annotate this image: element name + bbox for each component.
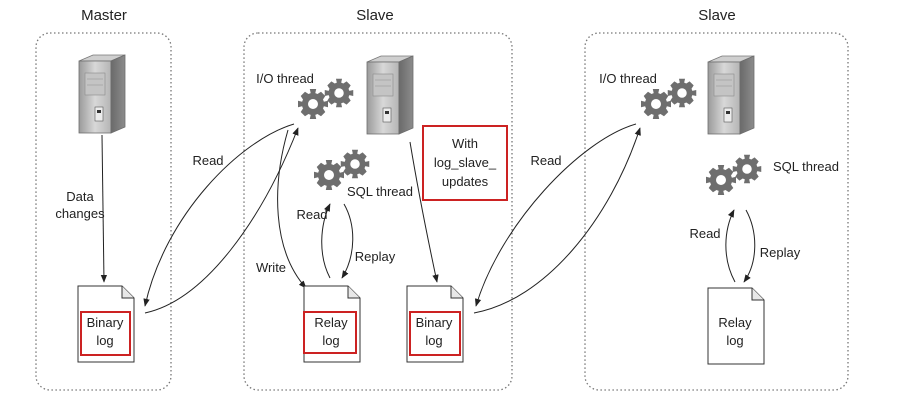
note-line2: log_slave_ <box>434 155 497 170</box>
master-server-icon <box>78 54 126 134</box>
note-line3: updates <box>442 174 489 189</box>
master-binlog-line1: Binary <box>87 315 124 330</box>
master-binlog-line2: log <box>96 333 113 348</box>
slave1-read-arrow <box>321 203 331 279</box>
data-changes-line1: Data <box>66 189 94 204</box>
master-box <box>35 32 172 391</box>
slave1-replay-arrow <box>341 203 354 279</box>
slave2-sql-gear-icon <box>706 155 761 195</box>
slave1-replay-label: Replay <box>355 249 396 264</box>
slave1-relaylog-highlight <box>303 311 357 354</box>
slave1-binlog-line2: log <box>425 333 442 348</box>
slave2-read-from-binlog-label: Read <box>530 153 561 168</box>
slave2-io-thread-label: I/O thread <box>599 71 657 86</box>
master-binlog-highlight <box>80 311 131 356</box>
slave2-sql-thread-label: SQL thread <box>773 159 839 174</box>
slave1-binlog-write-arrow <box>409 141 439 283</box>
slave2-io-return-arrow <box>473 127 641 314</box>
data-changes-line2: changes <box>55 206 105 221</box>
slave1-read-label: Read <box>296 207 327 222</box>
slave2-box <box>584 32 849 391</box>
io-read-arrow <box>143 123 295 307</box>
data-changes-arrow <box>100 134 108 283</box>
slave2-title: Slave <box>698 7 736 24</box>
log-slave-updates-note <box>422 125 508 201</box>
slave1-title: Slave <box>356 7 394 24</box>
slave1-server-icon <box>366 55 414 135</box>
write-arrow <box>277 129 307 289</box>
slave1-sql-thread-label: SQL thread <box>347 184 413 199</box>
master-read-label: Read <box>192 153 223 168</box>
io-return-arrow <box>144 127 299 314</box>
slave2-replay-arrow <box>743 209 756 283</box>
slave1-write-label: Write <box>256 260 286 275</box>
slave1-io-thread-label: I/O thread <box>256 71 314 86</box>
slave2-relaylog-line2: log <box>726 333 743 348</box>
slave2-read-label: Read <box>689 226 720 241</box>
slave1-binlog-highlight <box>409 311 461 356</box>
slave2-relaylog-line1: Relay <box>718 315 752 330</box>
slave2-replay-label: Replay <box>760 245 801 260</box>
slave2-io-read-arrow <box>474 123 637 307</box>
slave1-box <box>243 32 513 391</box>
slave1-relaylog-line1: Relay <box>314 315 348 330</box>
slave1-binlog-line1: Binary <box>416 315 453 330</box>
slave2-read-arrow <box>725 209 736 283</box>
master-title: Master <box>81 7 127 24</box>
slave2-server-icon <box>707 55 755 135</box>
slave1-relaylog-line2: log <box>322 333 339 348</box>
note-line1: With <box>452 136 478 151</box>
